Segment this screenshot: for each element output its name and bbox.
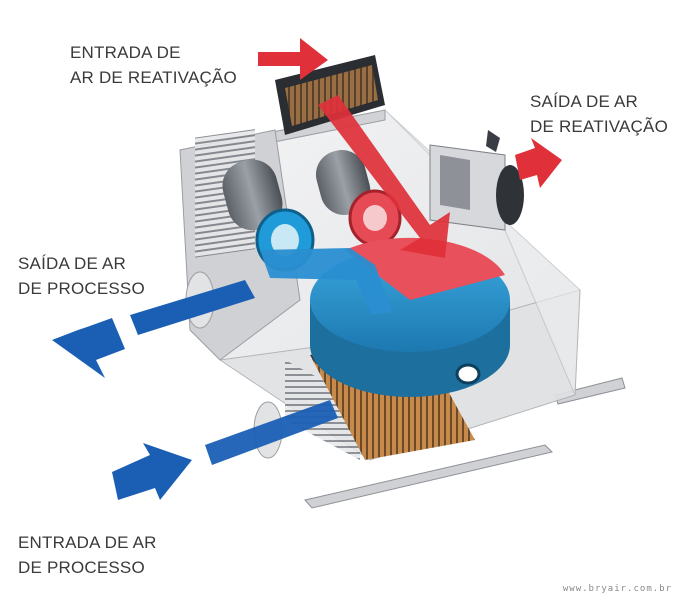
reactivation-fan xyxy=(315,150,402,247)
process-fan-arrow xyxy=(260,248,392,315)
label-reactivation-air-inlet: ENTRADA DE AR DE REATIVAÇÃO xyxy=(70,40,237,90)
label-line: ENTRADA DE AR xyxy=(18,533,157,552)
reactivation-airflow-arrows xyxy=(258,38,562,258)
base-rails xyxy=(304,377,626,509)
process-inlet-arrow xyxy=(112,443,192,500)
reactivation-outlet-box xyxy=(429,130,524,231)
process-outlet-arrow xyxy=(52,318,125,378)
label-line: DE REATIVAÇÃO xyxy=(530,117,668,136)
process-outlet-duct-arrow xyxy=(130,280,255,335)
reactivation-outlet-arrow xyxy=(515,138,562,188)
process-airflow-arrows xyxy=(52,248,392,500)
label-process-air-outlet: SAÍDA DE AR DE PROCESSO xyxy=(18,251,145,301)
label-line: DE PROCESSO xyxy=(18,279,145,298)
label-line: ENTRADA DE xyxy=(70,43,181,62)
label-process-air-inlet: ENTRADA DE AR DE PROCESSO xyxy=(18,530,157,580)
process-coil-arrow xyxy=(205,400,338,465)
label-line: DE PROCESSO xyxy=(18,558,145,577)
label-line: SAÍDA DE AR xyxy=(530,92,639,111)
reactivation-inner-arrow xyxy=(318,95,450,258)
label-line: AR DE REATIVAÇÃO xyxy=(70,68,237,87)
label-line: SAÍDA DE AR xyxy=(18,254,127,273)
watermark: www.bryair.com.br xyxy=(562,584,672,594)
label-reactivation-air-outlet: SAÍDA DE AR DE REATIVAÇÃO xyxy=(530,89,668,139)
reactivation-inlet-arrow xyxy=(258,38,328,80)
